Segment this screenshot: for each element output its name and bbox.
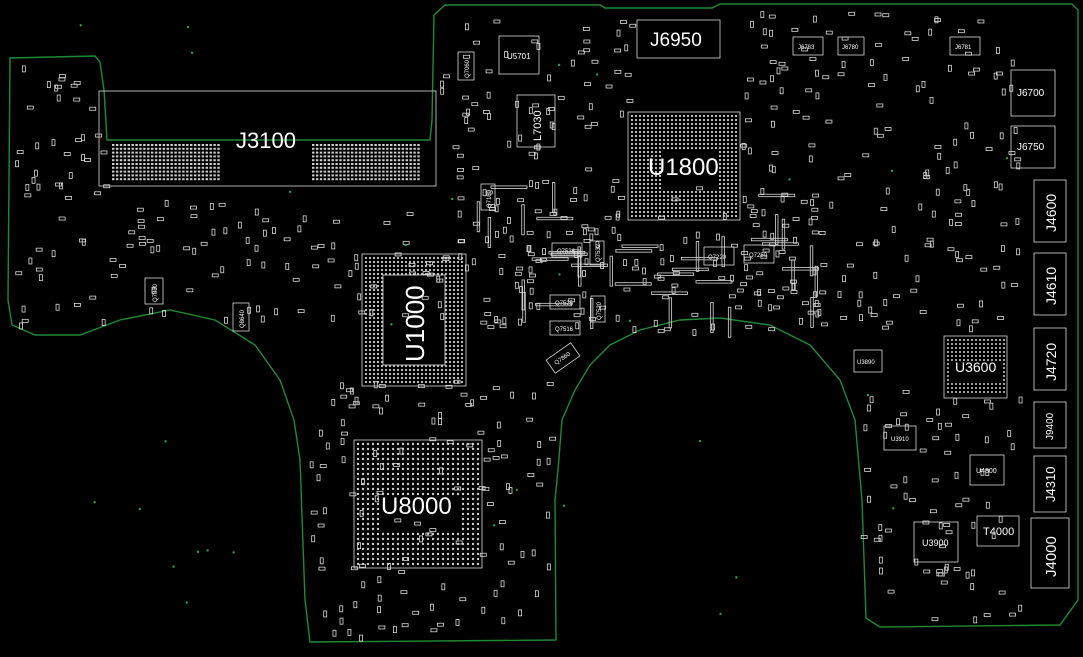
j6950-label: J6950	[650, 30, 702, 51]
q7536-part[interactable]: Q7536	[551, 242, 583, 258]
j4600-label: J4600	[1043, 194, 1059, 232]
j4720-label: J4720	[1043, 343, 1059, 381]
t4000-transformer[interactable]: T4000	[976, 515, 1020, 547]
j3100-connector[interactable]: J3100	[98, 90, 437, 187]
j6750-connector[interactable]: J6750	[1010, 125, 1056, 169]
q8640-label: Q8640	[240, 309, 246, 328]
j6780-connector[interactable]: J6780	[837, 36, 865, 56]
j4720-connector[interactable]: J4720	[1033, 327, 1067, 391]
q7520-label: Q7520	[597, 301, 603, 320]
j6783-connector[interactable]: J6783	[792, 36, 824, 56]
j6700-label: J6700	[1017, 88, 1045, 99]
q7220-part[interactable]: Q7220	[703, 246, 735, 266]
j4000-connector[interactable]: J4000	[1030, 517, 1070, 589]
q8640-part[interactable]: Q8640	[232, 302, 250, 332]
u3910-label: U3910	[891, 437, 909, 443]
j6750-label: J6750	[1017, 142, 1045, 153]
j4000-label: J4000	[1043, 536, 1060, 577]
q7830-label: Q7830	[153, 283, 159, 302]
u4800-chip[interactable]: U4800	[969, 454, 1005, 486]
u1800-label: U1800	[648, 154, 719, 181]
t4000-label: T4000	[983, 526, 1014, 538]
q7860-label: Q7860	[554, 351, 573, 367]
passive-components	[15, 11, 1023, 642]
j4600-connector[interactable]: J4600	[1033, 179, 1067, 243]
u5701-label: U5701	[507, 52, 531, 61]
u8000-label: U8000	[381, 493, 452, 520]
q7525-part[interactable]: Q7525	[549, 294, 581, 310]
u8000-chip[interactable]: U8000	[353, 439, 483, 569]
j3100-label: J3100	[236, 128, 296, 153]
q7250-part[interactable]: Q7250	[743, 244, 775, 264]
q7536-label: Q7536	[557, 249, 576, 255]
u1000-label: U1000	[400, 285, 430, 362]
u1800-chip[interactable]: U1800	[627, 111, 741, 221]
u4800-label: U4800	[976, 468, 997, 475]
j4310-label: J4310	[1043, 467, 1058, 502]
q7160-part[interactable]: Q7160	[480, 183, 496, 211]
q7516-label: Q7516	[555, 327, 574, 333]
q7532-part[interactable]: Q7532	[589, 240, 605, 266]
u3900-chip[interactable]: U3900	[913, 521, 959, 563]
q7860-part[interactable]: Q7860	[545, 342, 581, 374]
l7030-label: L7030	[532, 110, 544, 141]
q7060-part[interactable]: Q7060	[457, 51, 475, 81]
j4610-label: J4610	[1043, 267, 1059, 305]
j9400-label: J9400	[1045, 412, 1056, 440]
q7250-label: Q7250	[749, 253, 768, 259]
q7525-label: Q7525	[555, 301, 574, 307]
board-outline	[7, 3, 1079, 643]
u3900-label: U3900	[922, 538, 949, 548]
l7030-inductor[interactable]: L7030	[516, 94, 556, 148]
u3600-chip[interactable]: U3600	[943, 335, 1008, 399]
u1000-chip[interactable]: U1000	[361, 253, 467, 387]
j9400-connector[interactable]: J9400	[1033, 401, 1067, 449]
j6950-connector[interactable]: J6950	[636, 19, 721, 59]
q7160-label: Q7160	[487, 189, 493, 208]
u3600-label: U3600	[955, 359, 996, 375]
j6781-label: J6781	[955, 45, 972, 51]
q7060-label: Q7060	[465, 59, 471, 78]
q7532-label: Q7532	[596, 243, 602, 262]
j6780-label: J6780	[842, 45, 859, 51]
u3890-chip[interactable]: U3890	[853, 349, 883, 373]
j6781-connector[interactable]: J6781	[949, 36, 981, 56]
u3890-label: U3890	[857, 360, 875, 366]
u5701-chip[interactable]: U5701	[498, 35, 540, 75]
q7516-part[interactable]: Q7516	[549, 320, 581, 336]
q7830-part[interactable]: Q7830	[144, 277, 164, 305]
u3910-chip[interactable]: U3910	[883, 425, 917, 451]
j4310-connector[interactable]: J4310	[1033, 455, 1067, 513]
j6700-connector[interactable]: J6700	[1010, 69, 1056, 117]
j4610-connector[interactable]: J4610	[1033, 252, 1067, 316]
